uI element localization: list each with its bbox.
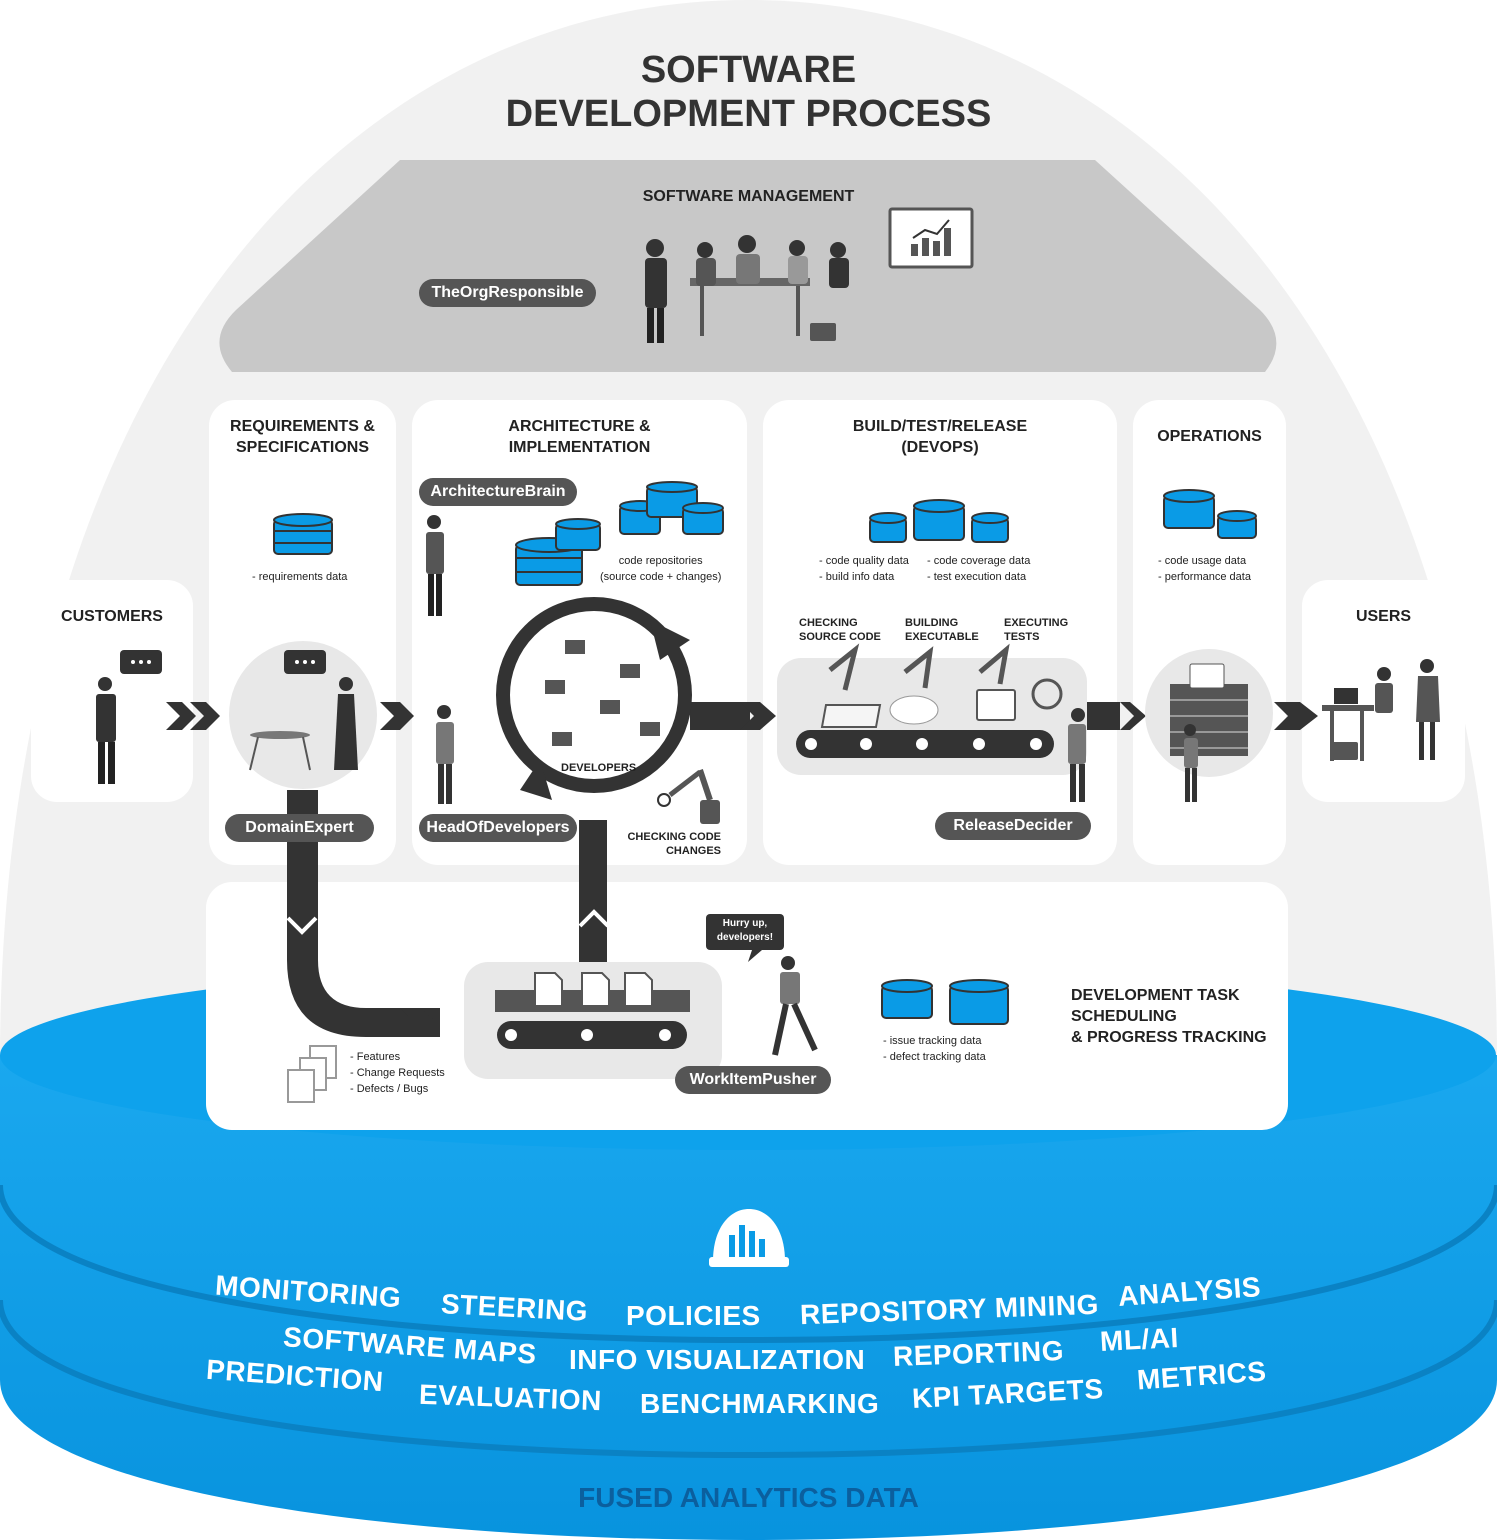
devops-heading: BUILD/TEST/RELEASE (DEVOPS) [763,416,1117,458]
step-building-executable: BUILDING EXECUTABLE [905,616,979,644]
step-executing-line-1: EXECUTING [1004,617,1069,629]
build-info-data: - build info data [819,571,895,583]
step-building-line-1: BUILDING [905,617,959,629]
requirements-heading: REQUIREMENTS & SPECIFICATIONS [209,416,396,458]
presentation-board-icon [888,207,974,269]
architecture-heading-line-1: ARCHITECTURE & [508,418,651,435]
step-executing-line-2: TESTS [1004,631,1040,643]
meeting-people-icon [645,235,849,343]
operations-panel: OPERATIONS - code usage data - performan… [1133,400,1286,865]
devops-panel: BUILD/TEST/RELEASE (DEVOPS) - code quali… [763,400,1117,865]
role-badge-release-decider: ReleaseDecider [935,812,1091,840]
requirements-heading-line-1: REQUIREMENTS & [230,418,375,435]
role-badge-org-responsible: TheOrgResponsible [419,279,596,307]
requirements-data-label: - requirements data [252,571,348,583]
operations-heading: OPERATIONS [1157,428,1262,445]
developers-label: DEVELOPERS [561,762,637,774]
code-coverage-data: - code coverage data [927,555,1031,567]
issue-tracking-data: - issue tracking data [883,1035,982,1047]
code-quality-data: - code quality data [819,555,909,567]
tasks-heading-line-2: SCHEDULING [1071,1008,1177,1025]
role-badge-work-item-pusher: WorkItemPusher [675,1066,831,1094]
repo-data-line-1: code repositories [618,555,703,567]
devops-heading-line-1: BUILD/TEST/RELEASE [852,418,1028,435]
step-checking-source: CHECKING SOURCE CODE [799,616,881,644]
step-checking-line-1: CHECKING [799,617,858,629]
work-item-types: - Features - Change Requests - Defects /… [350,1049,445,1097]
repo-data-label: code repositories (source code + changes… [600,553,721,585]
work-item-change-requests: - Change Requests [350,1067,445,1079]
work-item-features: - Features [350,1051,401,1063]
management-heading: SOFTWARE MANAGEMENT [642,188,855,205]
checking-code-line-2: CHANGES [665,845,721,857]
devops-data-left: - code quality data - build info data [819,553,909,585]
analytics-word-info-visualization: INFO VISUALIZATION [569,1344,866,1375]
customers-heading: CUSTOMERS [61,608,163,625]
test-execution-data: - test execution data [927,571,1027,583]
analytics-word-reporting: REPORTING [892,1335,1065,1372]
analytics-logo-icon [709,1209,789,1267]
devops-heading-line-2: (DEVOPS) [901,439,979,456]
title-line-2: DEVELOPMENT PROCESS [505,93,992,135]
tasks-heading-line-3: & PROGRESS TRACKING [1071,1029,1267,1046]
analytics-word-evaluation: EVALUATION [418,1378,603,1417]
role-badge-head-of-developers: HeadOfDevelopers [419,814,577,842]
architecture-heading-line-2: IMPLEMENTATION [508,439,651,456]
tasks-heading: DEVELOPMENT TASK SCHEDULING & PROGRESS T… [1071,985,1267,1048]
defect-tracking-data: - defect tracking data [883,1051,986,1063]
tasks-heading-line-1: DEVELOPMENT TASK [1071,987,1240,1004]
architecture-heading: ARCHITECTURE & IMPLEMENTATION [412,416,747,458]
code-usage-data: - code usage data [1158,555,1247,567]
operations-data: - code usage data - performance data [1158,553,1251,585]
step-building-line-2: EXECUTABLE [905,631,979,643]
hurry-up-line-1: Hurry up, [722,918,768,929]
step-executing-tests: EXECUTING TESTS [1004,616,1068,644]
analytics-word-benchmarking: BENCHMARKING [640,1388,880,1419]
requirements-heading-line-2: SPECIFICATIONS [235,439,370,456]
step-checking-line-2: SOURCE CODE [799,631,881,643]
tracking-data: - issue tracking data - defect tracking … [883,1033,986,1065]
analytics-word-policies: POLICIES [626,1300,761,1331]
title-line-1: SOFTWARE [640,49,857,91]
role-badge-domain-expert: DomainExpert [225,814,374,842]
fused-analytics-footer: FUSED ANALYTICS DATA [578,1482,919,1513]
work-item-defects: - Defects / Bugs [350,1083,429,1095]
role-badge-architecture-brain: ArchitectureBrain [419,478,577,506]
performance-data: - performance data [1158,571,1251,583]
hurry-up-line-2: developers! [716,932,774,943]
checking-code-label: CHECKING CODE CHANGES [618,830,721,858]
users-heading: USERS [1355,608,1412,625]
page-title: SOFTWARE DEVELOPMENT PROCESS [0,48,1497,136]
devops-data-right: - code coverage data - test execution da… [927,553,1030,585]
checking-code-line-1: CHECKING CODE [627,831,721,843]
hurry-up-bubble: Hurry up, developers! [706,917,784,945]
repo-data-line-2: (source code + changes) [600,571,722,583]
analytics-word-ml-ai: ML/AI [1099,1321,1180,1358]
